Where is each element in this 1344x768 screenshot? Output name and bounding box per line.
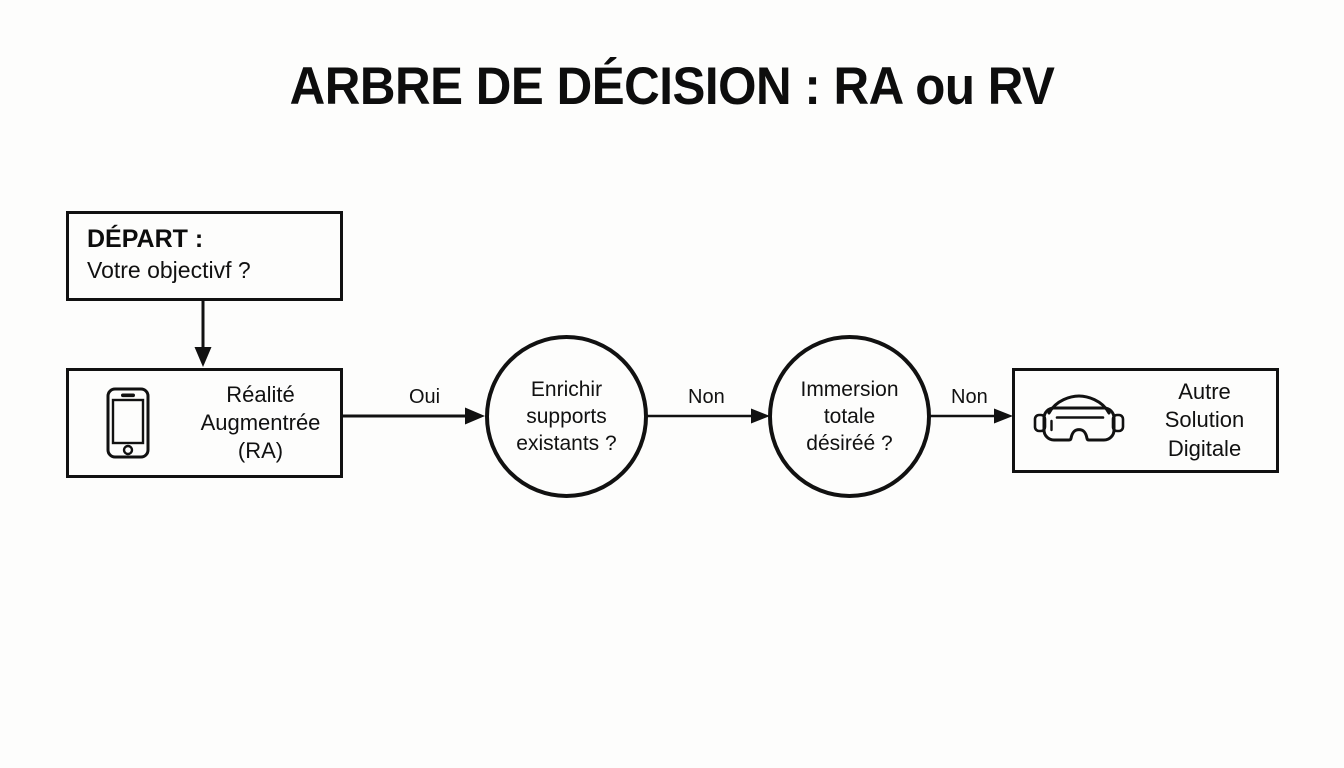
arrow-down-icon xyxy=(194,299,212,367)
node-autre-solution-label: Autre Solution Digitale xyxy=(1143,378,1276,462)
immersion-line-2: totale xyxy=(823,404,876,428)
arrow-right-icon xyxy=(341,407,485,425)
start-question: Votre objectivf ? xyxy=(87,256,251,283)
edge-label-non-1: Non xyxy=(688,386,725,408)
enrichir-line-3: existants ? xyxy=(516,432,617,456)
arrow-ra-to-enrichir xyxy=(341,403,487,434)
edge-label-non-2: Non xyxy=(951,386,988,408)
ra-line-2: Augmentrée xyxy=(200,409,321,435)
smartphone-icon xyxy=(69,386,187,460)
other-line-2: Solution xyxy=(1164,407,1245,433)
immersion-line-1: Immersion xyxy=(800,377,899,401)
node-realite-augmentee-label: Réalité Augmentrée (RA) xyxy=(187,381,340,465)
arrow-start-to-ra xyxy=(190,299,216,374)
node-autre-solution-digitale[interactable]: Autre Solution Digitale xyxy=(1012,368,1279,473)
immersion-line-3: désiréé ? xyxy=(806,432,893,456)
enrichir-line-1: Enrichir xyxy=(530,377,603,401)
node-start[interactable]: DÉPART : Votre objectivf ? xyxy=(66,211,343,301)
other-line-1: Autre xyxy=(1178,379,1231,405)
edge-label-oui: Oui xyxy=(409,386,441,408)
other-line-3: Digitale xyxy=(1167,435,1242,461)
node-enrichir-label: Enrichir supports existants ? xyxy=(510,376,622,458)
node-realite-augmentee[interactable]: Réalité Augmentrée (RA) xyxy=(66,368,343,478)
arrow-right-icon xyxy=(929,408,1013,424)
ra-line-3: (RA) xyxy=(237,438,284,464)
arrow-immersion-to-other xyxy=(929,403,1015,434)
node-immersion-label: Immersion totale désiréé ? xyxy=(794,376,904,458)
vr-headset-icon xyxy=(1015,391,1143,451)
ra-line-1: Réalité xyxy=(226,381,295,407)
enrichir-line-2: supports xyxy=(526,404,607,428)
page-title: ARBRE DE DÉCISION : RA ou RV xyxy=(289,57,1055,116)
arrow-right-icon xyxy=(646,408,770,424)
node-enrichir-supports[interactable]: Enrichir supports existants ? xyxy=(485,335,648,498)
arrow-enrichir-to-immersion xyxy=(646,403,772,434)
start-heading: DÉPART : xyxy=(87,225,204,253)
node-immersion-totale[interactable]: Immersion totale désiréé ? xyxy=(768,335,931,498)
